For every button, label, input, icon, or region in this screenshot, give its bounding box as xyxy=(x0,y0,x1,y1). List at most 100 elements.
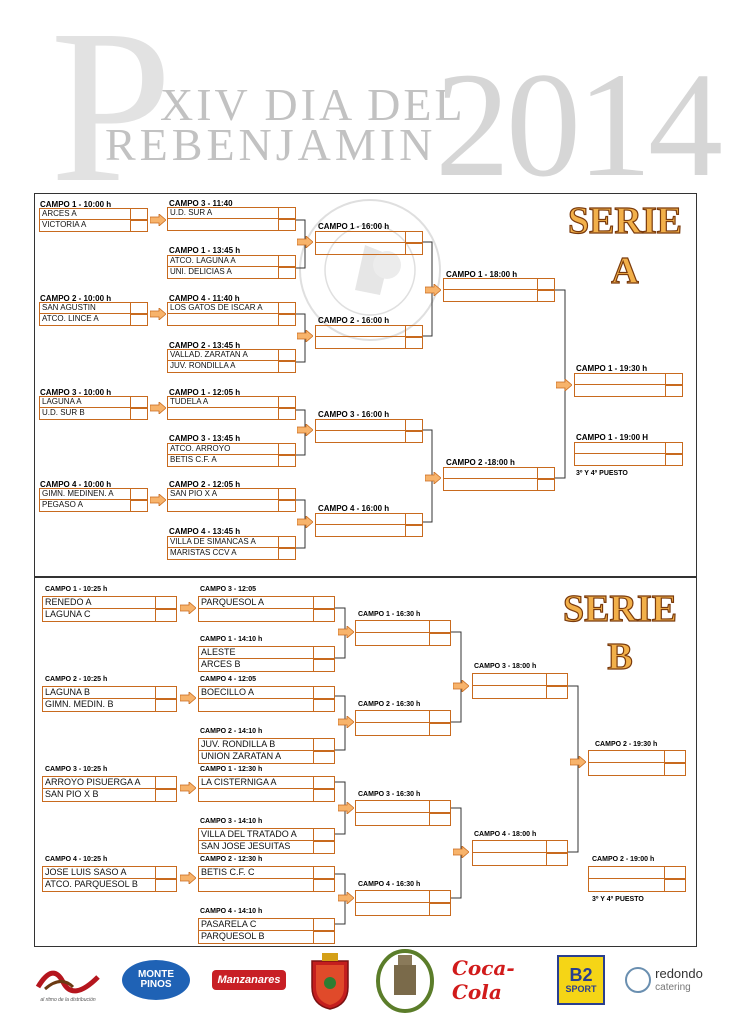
match-box: TUDELA A xyxy=(167,396,296,420)
team-slot xyxy=(589,751,685,763)
score-cells xyxy=(405,232,422,254)
team-name: LAGUNA B xyxy=(43,687,176,699)
score-cells xyxy=(537,468,554,490)
team-slot xyxy=(444,468,554,479)
third-place-note: 3º Y 4º PUESTO xyxy=(576,470,628,477)
match-label: CAMPO 1 - 12:05 h xyxy=(169,388,241,397)
final-label: CAMPO 1 - 19:30 h xyxy=(576,364,648,373)
match-box xyxy=(472,840,568,866)
score-cells xyxy=(313,597,334,621)
team-name: VILLA DE SIMANCAS A xyxy=(168,537,295,548)
team-slot xyxy=(356,621,450,633)
sponsor-2-line1: MONTE xyxy=(137,968,175,980)
score-cells xyxy=(278,444,295,466)
score-cells xyxy=(537,279,554,301)
arrow-icon xyxy=(297,516,313,528)
team-name: TUDELA A xyxy=(168,397,295,408)
team-name: ATCO. LINCE A xyxy=(42,314,99,323)
match-box xyxy=(355,800,451,826)
score-cells xyxy=(313,777,334,801)
serie-b-title: SERIE xyxy=(562,588,678,630)
serie-b-letter: B xyxy=(607,636,634,678)
match-label: CAMPO 4 - 12:05 xyxy=(200,676,257,683)
team-name xyxy=(168,219,295,230)
arrow-icon xyxy=(338,892,354,904)
score-cells xyxy=(405,514,422,536)
arrow-icon xyxy=(180,692,196,704)
shield-icon xyxy=(311,953,349,1010)
match-box: GIMN. MEDINEN. A PEGASO A xyxy=(39,488,148,512)
team-name: BETIS C.F. C xyxy=(199,867,334,879)
match-label: CAMPO 4 - 18:00 h xyxy=(474,831,537,838)
match-box xyxy=(443,278,555,302)
match-label: CAMPO 2 - 14:10 h xyxy=(200,728,263,735)
score-cells xyxy=(278,350,295,372)
match-label: CAMPO 1 - 14:10 h xyxy=(200,636,263,643)
score-cells xyxy=(546,841,567,865)
match-box: ARROYO PISUERGA A SAN PIO X B xyxy=(42,776,177,802)
arrow-icon xyxy=(180,872,196,884)
arrow-icon xyxy=(297,236,313,248)
team-name: ARCES B xyxy=(201,659,241,669)
match-box: BETIS C.F. C xyxy=(198,866,335,892)
match-label: CAMPO 3 - 10:00 h xyxy=(40,388,112,397)
team-name: MARISTAS CCV A xyxy=(170,548,237,557)
team-name xyxy=(168,408,295,419)
team-name: LA CISTERNIGA A xyxy=(199,777,334,789)
match-label: CAMPO 3 - 14:10 h xyxy=(200,818,263,825)
team-name: VALLAD. ZARATAN A xyxy=(168,350,295,361)
match-label: CAMPO 1 - 16:00 h xyxy=(318,222,390,231)
match-box xyxy=(315,513,423,537)
federation-seal-watermark xyxy=(299,199,441,341)
match-label: CAMPO 4 - 14:10 h xyxy=(200,908,263,915)
coat-of-arms-logo xyxy=(305,945,355,1015)
team-name: VICTORIA A xyxy=(42,220,87,229)
match-box xyxy=(315,419,423,443)
final-box xyxy=(574,373,683,397)
sponsor-1-tagline: al ritmo de la distribución xyxy=(40,997,96,1003)
match-label: CAMPO 4 - 16:30 h xyxy=(358,881,421,888)
team-name: LAGUNA C xyxy=(45,609,91,619)
match-box xyxy=(355,620,451,646)
match-label: CAMPO 2 - 10:00 h xyxy=(40,294,112,303)
match-label: CAMPO 3 - 10:25 h xyxy=(45,766,108,773)
team-name: GIMN. MEDINEN. A xyxy=(40,489,147,500)
sponsor-8-line2: catering xyxy=(655,981,691,993)
match-box: RENEDO A LAGUNA C xyxy=(42,596,177,622)
team-name: ARROYO PISUERGA A xyxy=(43,777,176,789)
match-box: PARQUESOL A xyxy=(198,596,335,622)
match-box: U.D. SUR A xyxy=(167,207,296,231)
score-cells xyxy=(313,739,334,763)
arrow-icon xyxy=(425,284,441,296)
final-label: CAMPO 2 - 19:30 h xyxy=(595,741,658,748)
match-label: CAMPO 2 - 12:05 h xyxy=(169,480,241,489)
score-cells xyxy=(313,867,334,891)
match-box: ALESTE ARCES B xyxy=(198,646,335,672)
match-box: ATCO. ARROYO BETIS C.F. A xyxy=(167,443,296,467)
title-line-2: REBENJAMIN xyxy=(105,119,437,170)
team-name: LAGUNA A xyxy=(40,397,147,408)
score-cells xyxy=(313,647,334,671)
team-name: GIMN. MEDIN. B xyxy=(45,699,114,709)
team-slot xyxy=(316,232,422,243)
team-name: U.D. SUR B xyxy=(42,408,85,417)
third-place-box xyxy=(574,442,683,466)
score-cells xyxy=(313,829,334,853)
score-cells xyxy=(278,256,295,278)
match-box xyxy=(355,890,451,916)
match-label: CAMPO 3 - 12:05 xyxy=(200,586,257,593)
score-cells xyxy=(278,208,295,230)
match-box: PASARELA C PARQUESOL B xyxy=(198,918,335,944)
match-box xyxy=(315,325,423,349)
arrow-icon xyxy=(556,379,572,391)
third-place-label: CAMPO 2 - 19:00 h xyxy=(592,856,655,863)
match-label: CAMPO 1 - 16:30 h xyxy=(358,611,421,618)
match-label: CAMPO 1 - 10:00 h xyxy=(40,200,112,209)
arrow-icon xyxy=(453,680,469,692)
match-box: VILLA DEL TRATADO A SAN JOSE JESUITAS xyxy=(198,828,335,854)
match-label: CAMPO 3 - 16:30 h xyxy=(358,791,421,798)
score-cells xyxy=(278,303,295,325)
team-slot xyxy=(356,711,450,723)
team-name: PARQUESOL B xyxy=(201,931,265,941)
match-box: ARCES A VICTORIA A xyxy=(39,208,148,232)
